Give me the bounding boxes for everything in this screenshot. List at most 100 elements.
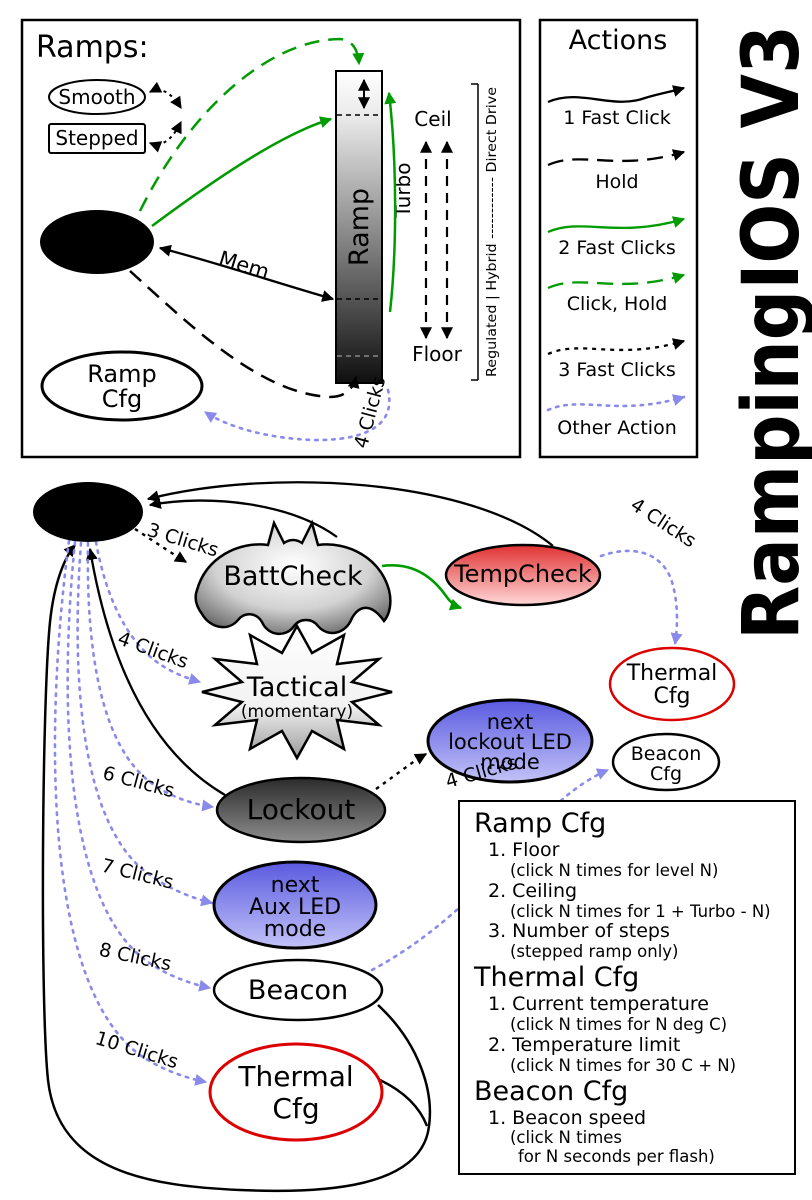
legend-clickhold-label: Click, Hold	[567, 293, 668, 315]
ramps-title: Ramps:	[36, 30, 149, 65]
tempcheck-node	[444, 543, 602, 607]
legend-1fastclick-label: 1 Fast Click	[563, 107, 671, 129]
thermal-cfg-item-2: 2. Temperature limit	[488, 1033, 681, 1056]
thermal-cfg-node-lower	[208, 1042, 384, 1142]
tactical-label-2: (momentary)	[241, 702, 353, 722]
off-to-auxled-arrow	[76, 541, 214, 907]
drive-scale-label: Regulated | Hybrid ------------ Direct D…	[484, 87, 500, 377]
modes-to-off-return-loop	[41, 544, 432, 1193]
ramp-cfg-item-2-sub: (click N times for 1 + Turbo - N)	[510, 901, 771, 921]
lockout-to-ledmode-arrow	[375, 752, 428, 790]
beacon-label: Beacon	[248, 975, 348, 1006]
10clicks-label: 10 Clicks	[93, 1027, 181, 1073]
page-title: RampingIOS V3	[727, 25, 812, 640]
floor-label: Floor	[412, 342, 463, 366]
battcheck-node	[194, 519, 392, 635]
ramp-cfg-item-3-sub: (stepped ramp only)	[510, 942, 679, 962]
thermal-cfg-lower-label-1: Thermal	[237, 1060, 353, 1093]
actions-title: Actions	[569, 25, 668, 56]
aux-led-label-1: next	[271, 873, 320, 898]
battcheck-label: BattCheck	[223, 561, 363, 592]
6clicks-label: 6 Clicks	[100, 762, 177, 802]
legend-3fastclicks-label: 3 Fast Clicks	[558, 359, 676, 381]
thermal-cfg-node-upper	[608, 646, 736, 722]
smooth-ramp-node	[48, 79, 146, 115]
ramp-cfg-item-1: 1. Floor	[488, 838, 560, 861]
ramp-cfg-label-2: Cfg	[102, 385, 142, 413]
tempcheck-label: TempCheck	[453, 560, 592, 588]
8clicks-label: 8 Clicks	[97, 939, 173, 976]
tempcheck-to-off-arrow	[146, 481, 554, 547]
beacon-cfg-item-1-sub: (click N times	[510, 1128, 623, 1148]
legend-otheraction-label: Other Action	[557, 417, 677, 439]
smooth-label: Smooth	[58, 85, 135, 109]
ramp-cfg-item-3: 3. Number of steps	[488, 920, 670, 943]
thermal-cfg-heading: Thermal Cfg	[474, 962, 640, 994]
4clicks-thermal-label: 4 Clicks	[627, 494, 700, 552]
battcheck-to-off-arrow	[148, 497, 338, 538]
off-to-ramp-2clicks-arrow	[151, 116, 333, 228]
thermal-to-loop-join	[379, 1078, 429, 1127]
beacon-cfg-item-1: 1. Beacon speed	[488, 1106, 647, 1129]
legend-clickhold-arrow	[547, 272, 686, 290]
aux-led-label-3: mode	[264, 917, 326, 942]
beacon-cfg-label-1: Beacon	[631, 743, 701, 765]
aux-led-label-2: Aux LED	[249, 895, 341, 920]
beacon-cfg-heading: Beacon Cfg	[474, 1075, 629, 1107]
lockout-node	[215, 776, 387, 844]
ramp-to-rampcfg-arrow	[203, 388, 391, 442]
config-panel: Ramp Cfg 1. Floor (click N times for lev…	[458, 800, 796, 1175]
thermal-cfg-item-1-sub: (click N times for N deg C)	[510, 1015, 728, 1034]
lockout-to-off-arrow	[85, 547, 226, 796]
lockout-led-label-2: lockout LED	[448, 730, 572, 754]
thermal-cfg-upper-label-2: Cfg	[653, 684, 690, 709]
thermal-cfg-item-2-sub: (click N times for 30 C + N)	[510, 1055, 737, 1075]
lockout-led-label-3: mode	[480, 750, 540, 774]
ramp-cfg-node	[40, 350, 204, 422]
legend-hold-arrow	[547, 149, 686, 167]
legend-1fastclick-arrow	[547, 85, 686, 104]
off-hold-to-floor-arrow	[129, 270, 360, 399]
actions-panel-border	[538, 18, 699, 459]
ramp-bar-label: Ramp	[344, 188, 375, 266]
ramp-bar	[335, 70, 383, 384]
turbo-axis-arrow	[384, 91, 397, 313]
4clicks-tactical-label: 4 Clicks	[115, 627, 191, 673]
thermal-cfg-upper-label-1: Thermal	[626, 661, 718, 686]
off-node-main	[33, 482, 143, 542]
tempcheck-to-thermalcfg-arrow	[599, 549, 683, 646]
legend-3fastclicks-arrow	[547, 338, 686, 356]
off-node-top	[40, 210, 154, 274]
off-mem-arrow	[158, 244, 335, 302]
ceil-label: Ceil	[414, 107, 451, 131]
beacon-cfg-label-2: Cfg	[650, 763, 682, 785]
ramp-cfg-label-1: Ramp	[87, 360, 156, 388]
off-label-top: OFF	[67, 227, 127, 258]
lockout-led-mode-node	[426, 698, 594, 784]
aux-led-mode-node	[212, 860, 378, 950]
beacon-node	[212, 958, 384, 1022]
battcheck-to-tempcheck-arrow	[381, 564, 463, 611]
lockout-led-label-1: next	[487, 710, 534, 734]
stepped-ramp-node	[48, 123, 146, 154]
off-to-turbo-clickhold-arrow	[138, 37, 365, 212]
beacon-to-beaconcfg-arrow	[370, 768, 610, 972]
off-label-main: OFF	[58, 497, 118, 528]
thermal-cfg-lower-label-2: Cfg	[272, 1092, 319, 1125]
off-to-tactical-arrow	[94, 540, 202, 685]
stepped-toggle-arrow	[148, 120, 182, 153]
7clicks-label: 7 Clicks	[99, 855, 175, 894]
ramp-cfg-heading: Ramp Cfg	[474, 808, 607, 839]
off-to-thermalcfg-arrow	[53, 539, 208, 1086]
ramp-cfg-item-1-sub: (click N times for level N)	[510, 860, 719, 880]
lockout-label: Lockout	[247, 793, 356, 826]
legend-hold-label: Hold	[595, 171, 638, 193]
off-to-beacon-arrow	[66, 540, 212, 992]
stepped-label: Stepped	[55, 126, 138, 150]
ramp-cfg-item-2: 2. Ceiling	[488, 879, 578, 902]
3clicks-label: 3 Clicks	[144, 519, 221, 561]
legend-2fastclicks-label: 2 Fast Clicks	[558, 237, 676, 259]
thermal-cfg-item-1: 1. Current temperature	[488, 993, 709, 1016]
drive-scale-bracket	[471, 83, 479, 381]
